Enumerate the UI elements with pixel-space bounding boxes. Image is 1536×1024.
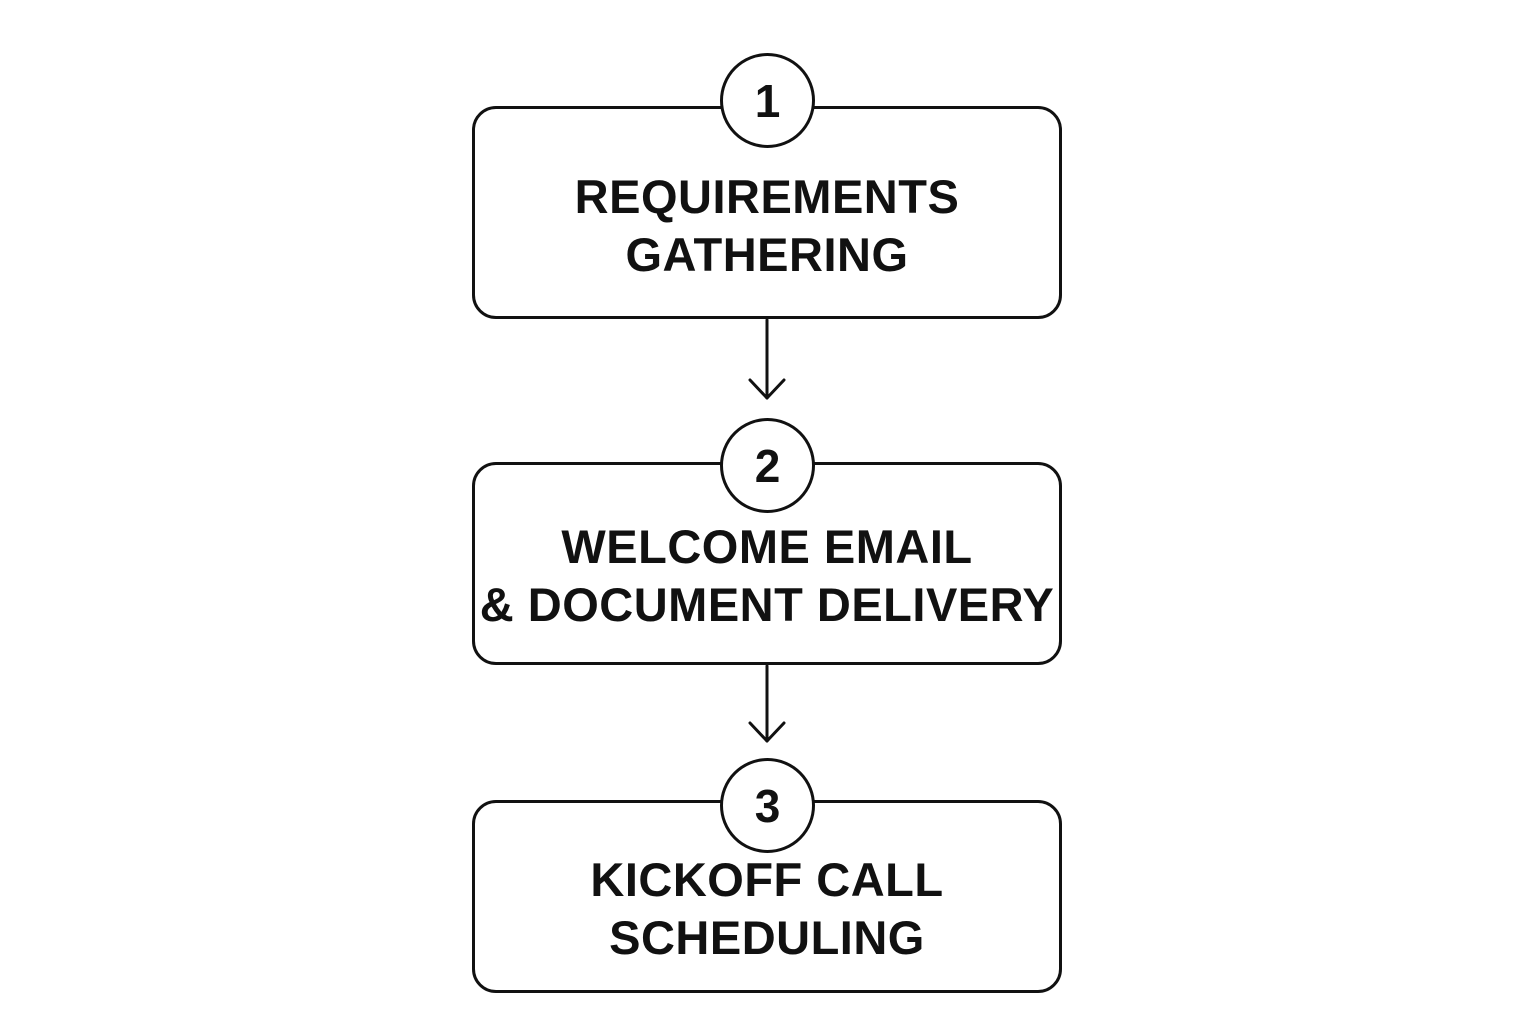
step-title-line: GATHERING xyxy=(625,227,909,281)
arrow-2-to-3 xyxy=(748,664,786,743)
arrow-head-icon xyxy=(748,721,786,743)
arrow-1-to-2 xyxy=(748,318,786,400)
step-title-line: & DOCUMENT DELIVERY xyxy=(479,577,1055,631)
step-title-line: KICKOFF CALL xyxy=(590,852,944,906)
step-title-line: SCHEDULING xyxy=(609,910,925,964)
step-box-kickoff-call: KICKOFF CALL SCHEDULING xyxy=(472,800,1062,993)
arrow-head-icon xyxy=(748,378,786,400)
step-number-badge: 1 xyxy=(720,53,815,148)
step-number-badge: 2 xyxy=(720,418,815,513)
step-number-badge: 3 xyxy=(720,758,815,853)
step-title-line: REQUIREMENTS xyxy=(574,169,960,223)
step-title-line: WELCOME EMAIL xyxy=(561,519,973,573)
